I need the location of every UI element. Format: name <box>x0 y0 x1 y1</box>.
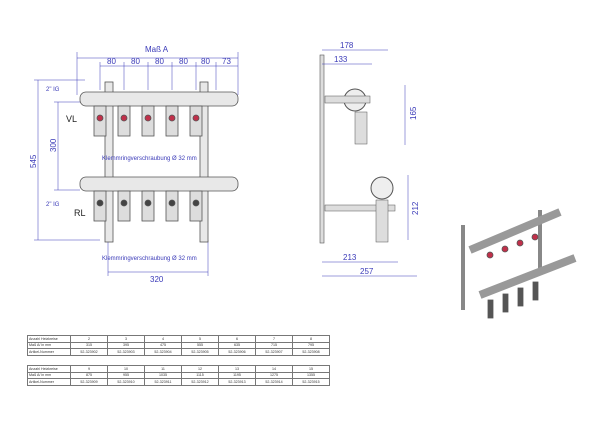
table-cell: 6 <box>218 335 256 343</box>
row-label: Artikel-Nummer <box>27 378 71 386</box>
table-cell: 795 <box>292 341 330 350</box>
valve-marker <box>192 114 200 122</box>
row-label: Maß A/ in mm <box>27 371 71 380</box>
table-cell: 52-323909 <box>70 378 108 386</box>
table-cell: 1275 <box>255 371 293 380</box>
table-cell: 10 <box>107 365 145 373</box>
table-cell: 1355 <box>292 371 330 380</box>
side-view <box>319 49 417 277</box>
valve-marker <box>144 199 152 207</box>
valve-marker <box>192 199 200 207</box>
valve-marker <box>168 199 176 207</box>
table-cell: 955 <box>107 371 145 380</box>
dim-213: 213 <box>343 253 357 262</box>
table-cell: 3 <box>107 335 145 343</box>
row-label: Anzahl Heizkreise <box>27 365 71 373</box>
height-total-label: 545 <box>29 154 38 168</box>
dim-212: 212 <box>411 201 420 215</box>
table-cell: 11 <box>144 365 182 373</box>
spacing-label: 80 <box>179 57 188 66</box>
table-cell: 635 <box>218 341 256 350</box>
table-cell: 52-323905 <box>181 348 219 356</box>
fitting-top-label: Klemmringverschraubung Ø 32 mm <box>102 156 197 162</box>
table-cell: 2 <box>70 335 108 343</box>
table-cell: 52-323907 <box>255 348 293 356</box>
valve-marker <box>96 114 104 122</box>
table-cell: 475 <box>144 341 182 350</box>
height-between-label: 300 <box>49 138 58 152</box>
table-cell: 52-323902 <box>70 348 108 356</box>
fitting-bottom-label: Klemmringverschraubung Ø 32 mm <box>102 256 197 262</box>
row-label: Artikel-Nummer <box>27 348 71 356</box>
table-cell: 14 <box>255 365 293 373</box>
bracket-width-label: 320 <box>150 275 164 284</box>
dim-133: 133 <box>334 55 348 64</box>
thread-top-label: 2" IG <box>46 87 60 93</box>
table-cell: 715 <box>255 341 293 350</box>
thread-bottom-label: 2" IG <box>46 202 60 208</box>
table-cell: 52-323911 <box>144 378 182 386</box>
table-cell: 9 <box>70 365 108 373</box>
spacing-label: 80 <box>107 57 116 66</box>
table-cell: 52-323914 <box>255 378 293 386</box>
spacing-label: 80 <box>131 57 140 66</box>
table-cell: 1035 <box>144 371 182 380</box>
table-cell: 52-323904 <box>144 348 182 356</box>
table-cell: 52-323906 <box>218 348 256 356</box>
isometric-view <box>461 208 577 319</box>
dim-257: 257 <box>360 267 374 276</box>
mass-a-label: Maß A <box>145 45 169 54</box>
spacing-label: 80 <box>155 57 164 66</box>
valve-marker <box>144 114 152 122</box>
table-cell: 7 <box>255 335 293 343</box>
spacing-label: 80 <box>201 57 210 66</box>
table-cell: 8 <box>292 335 330 343</box>
valve-marker <box>168 114 176 122</box>
front-view-manifold <box>79 81 239 243</box>
row-label: Anzahl Heizkreise <box>27 335 71 343</box>
table-cell: 15 <box>292 365 330 373</box>
table-cell: 52-323908 <box>292 348 330 356</box>
table-cell: 395 <box>107 341 145 350</box>
table-cell: 875 <box>70 371 108 380</box>
row-label: Maß A/ in mm <box>27 341 71 350</box>
table-cell: 52-323913 <box>218 378 256 386</box>
flow-label: VL <box>66 114 77 124</box>
table-cell: 13 <box>218 365 256 373</box>
table-cell: 1115 <box>181 371 219 380</box>
table-cell: 5 <box>181 335 219 343</box>
dim-178: 178 <box>340 41 354 50</box>
table-cell: 555 <box>181 341 219 350</box>
table-cell: 1195 <box>218 371 256 380</box>
table-cell: 12 <box>181 365 219 373</box>
dim-165: 165 <box>409 106 418 120</box>
table-cell: 52-323912 <box>181 378 219 386</box>
front-view <box>34 52 239 276</box>
table-cell: 315 <box>70 341 108 350</box>
valve-marker <box>120 114 128 122</box>
valve-marker <box>96 199 104 207</box>
spacing-label: 73 <box>222 57 231 66</box>
table-cell: 52-323915 <box>292 378 330 386</box>
return-label: RL <box>74 208 86 218</box>
valve-marker <box>120 199 128 207</box>
table-cell: 52-323910 <box>107 378 145 386</box>
table-cell: 4 <box>144 335 182 343</box>
table-cell: 52-323903 <box>107 348 145 356</box>
